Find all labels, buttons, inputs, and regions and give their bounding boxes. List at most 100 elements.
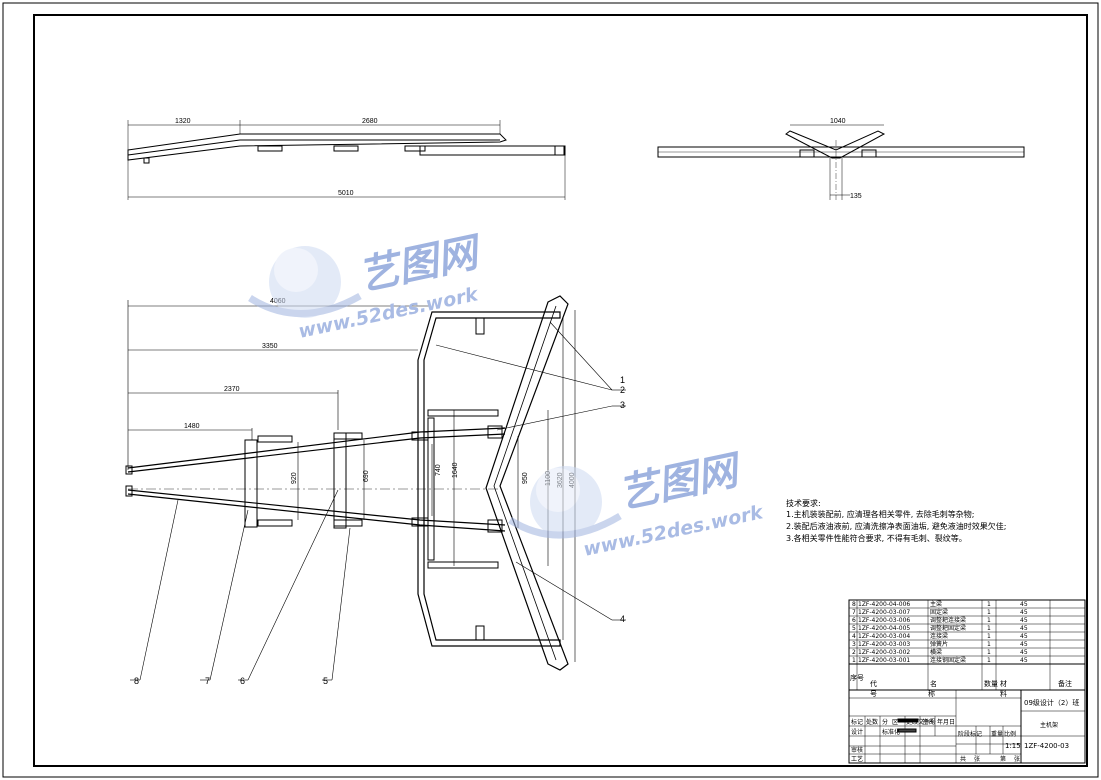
parts-row-8-qty: 1: [987, 601, 991, 608]
watermark-globe-icon-2: [508, 466, 622, 539]
dim-plan-3350: 3350: [262, 343, 278, 350]
tb-course: 09级设计（2）班: [1024, 698, 1079, 707]
parts-row-5-no: 5: [852, 625, 856, 632]
parts-row-6-name: 调整耙连接梁: [930, 616, 966, 624]
tb-row-craft: 工艺: [851, 755, 863, 763]
dim-plan-1640: 1640: [452, 462, 459, 478]
parts-row-6-qty: 1: [987, 617, 991, 624]
parts-row-2-qty: 1: [987, 649, 991, 656]
parts-row-4-code: 1ZF-4200-03-004: [858, 633, 910, 640]
dim-plan-2370: 2370: [224, 386, 240, 393]
tb-scale: 1:15: [1005, 742, 1021, 750]
parts-row-5-mat: 45: [1020, 625, 1028, 632]
parts-row-1-mat: 45: [1020, 657, 1028, 664]
tb-sign: 签名: [922, 718, 934, 726]
dim-elev-5010: 5010: [338, 190, 354, 197]
tb-drawing-name: 主机架: [1040, 721, 1058, 729]
tb-ratio: 比例: [1004, 730, 1016, 738]
parts-row-2-mat: 45: [1020, 649, 1028, 656]
parts-header-mat: 材: [1000, 679, 1007, 688]
parts-row-6-code: 1ZF-4200-03-006: [858, 617, 910, 624]
parts-row-8-no: 8: [852, 601, 856, 608]
tb-sheet-2: 张: [1014, 755, 1020, 763]
parts-row-1-code: 1ZF-4200-03-001: [858, 657, 910, 664]
callout-6: 6: [240, 676, 245, 686]
dim-elev-1320: 1320: [175, 118, 191, 125]
end-view: [657, 124, 1025, 200]
dim-elev-2680: 2680: [362, 118, 378, 125]
tb-date: 年月日: [937, 718, 955, 726]
parts-row-4-no: 4: [852, 633, 856, 640]
dim-end-1040: 1040: [830, 118, 846, 125]
tb-no: 第: [1000, 755, 1006, 763]
parts-list-grid: [848, 599, 1086, 691]
title-block-grid: [848, 689, 1086, 764]
watermark-cn-text-2: 艺图网: [615, 447, 748, 518]
callout-3: 3: [620, 400, 625, 410]
parts-header-note: 备注: [1058, 679, 1072, 688]
tb-row-review: 审核: [851, 746, 863, 754]
tb-drawing-no: 1ZF-4200-03: [1024, 742, 1069, 750]
parts-row-6-no: 6: [852, 617, 856, 624]
parts-row-2-code: 1ZF-4200-03-002: [858, 649, 910, 656]
parts-row-3-no: 3: [852, 641, 856, 648]
parts-row-4-qty: 1: [987, 633, 991, 640]
tb-total: 共: [960, 755, 966, 763]
parts-header-no: 序号: [850, 673, 864, 682]
tb-change-doc: 更改文件号: [906, 718, 936, 726]
tb-fen: 分: [882, 718, 888, 726]
dim-end-135: 135: [850, 193, 862, 200]
watermark-top: 艺图网 www.52des.work: [248, 229, 487, 343]
callout-7: 7: [205, 676, 210, 686]
tb-header-name: 称: [928, 689, 935, 698]
parts-header-qty: 数量: [984, 679, 998, 688]
tech-req-title: 技术要求:: [786, 498, 821, 508]
parts-row-8-name: 主梁: [930, 600, 942, 608]
watermark-globe-icon: [248, 246, 362, 318]
parts-row-1-no: 1: [852, 657, 856, 664]
tb-count: 处数: [866, 718, 878, 726]
tech-req-item-2: 2.装配后液油液前, 应清洗擦净表面油垢, 避免液油时效果欠佳;: [786, 521, 1007, 531]
parts-row-2-name: 横梁: [930, 648, 942, 656]
elevation-view: [127, 120, 566, 200]
tb-row-design: 设计: [851, 728, 863, 736]
plan-dimension-lines: [127, 300, 576, 662]
parts-row-7-no: 7: [852, 609, 856, 616]
parts-row-3-name: 弹簧片: [930, 640, 948, 648]
parts-header-code: 代: [870, 679, 877, 688]
parts-row-4-mat: 45: [1020, 633, 1028, 640]
tb-row-standard: 标准化: [882, 728, 900, 736]
parts-row-3-mat: 45: [1020, 641, 1028, 648]
tech-req-item-1: 1.主机装装配前, 应清理各相关零件, 去除毛刺等杂物;: [786, 509, 975, 519]
parts-row-7-name: 固定梁: [930, 608, 948, 616]
dim-plan-690: 690: [363, 470, 370, 482]
parts-row-3-qty: 1: [987, 641, 991, 648]
parts-row-8-mat: 45: [1020, 601, 1028, 608]
dim-plan-950: 950: [522, 472, 529, 484]
callout-8: 8: [134, 676, 139, 686]
tb-qu: 区: [892, 719, 898, 726]
watermark-en-text-2: www.52des.work: [581, 501, 766, 561]
tb-mark: 标记: [851, 718, 863, 726]
inner-border: [33, 14, 1088, 767]
parts-row-1-qty: 1: [987, 657, 991, 664]
tb-stage-mark: 阶段标记: [958, 730, 982, 738]
tech-req-item-3: 3.各相关零件性能符合要求, 不得有毛刺、裂纹等。: [786, 533, 967, 543]
parts-row-5-qty: 1: [987, 625, 991, 632]
tb-header-code: 号: [870, 690, 877, 698]
tb-weight: 重量: [991, 730, 1003, 738]
plan-view: [125, 295, 569, 671]
parts-row-5-name: 调整耙固定梁: [930, 624, 966, 632]
dim-plan-1480: 1480: [184, 423, 200, 430]
dim-plan-920: 920: [291, 472, 298, 484]
parts-row-8-code: 1ZF-4200-04-006: [858, 601, 910, 608]
dim-plan-740: 740: [435, 464, 442, 476]
watermark-bottom: 艺图网 www.52des.work: [508, 447, 766, 561]
callout-4: 4: [620, 614, 625, 624]
parts-row-3-code: 1ZF-4200-03-003: [858, 641, 910, 648]
tb-sheet-1: 张: [974, 755, 980, 763]
tb-header-mat: 料: [1000, 689, 1007, 698]
parts-row-6-mat: 45: [1020, 617, 1028, 624]
